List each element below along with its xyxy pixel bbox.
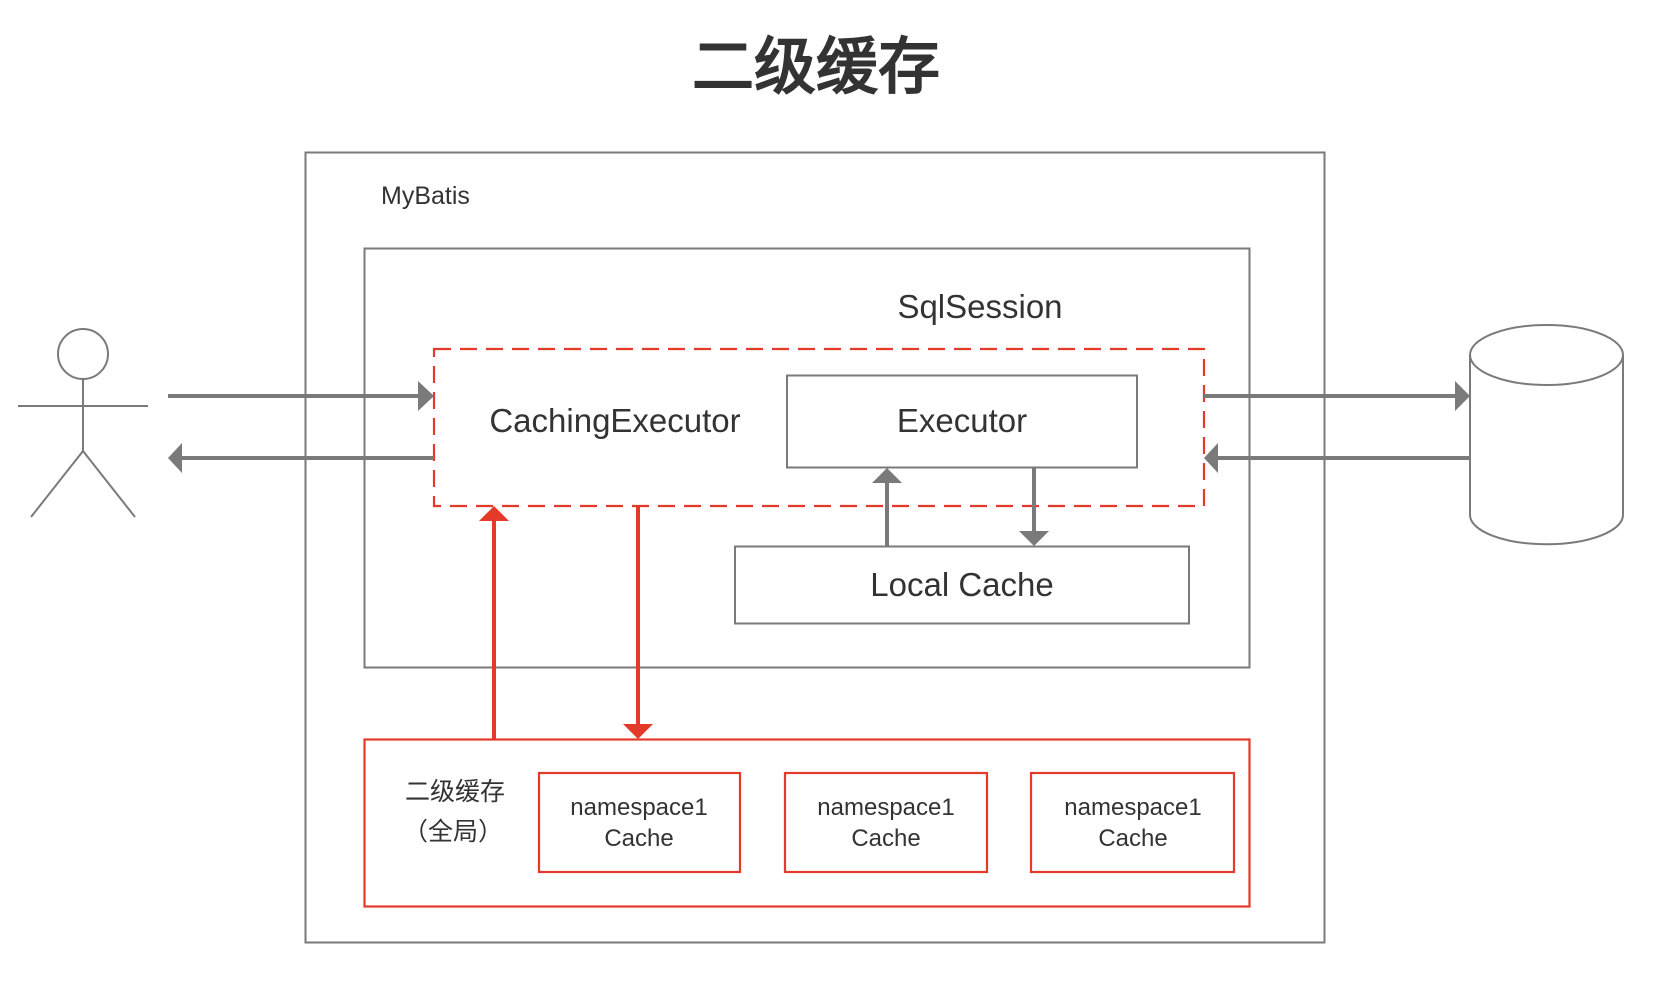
arrow-second-level-cache-to-caching-executor <box>479 506 509 739</box>
local-cache-box <box>734 545 1190 625</box>
namespace-cache-name: namespace1 <box>570 794 707 821</box>
second-level-cache-label: 二级缓存 <box>405 777 505 806</box>
diagram-title: 二级缓存 <box>692 30 940 103</box>
person-icon <box>18 328 148 518</box>
local-cache-label: Local Cache <box>870 566 1053 603</box>
namespace-cache-type: Cache <box>1098 825 1167 852</box>
mybatis-box <box>304 151 1326 944</box>
namespace-cache-name: namespace1 <box>1064 794 1201 821</box>
arrow-user-to-caching-executor <box>168 381 434 411</box>
arrow-caching-executor-to-database <box>1204 381 1470 411</box>
second-level-cache-scope-label: （全局） <box>403 817 503 846</box>
executor-box <box>786 374 1138 469</box>
namespace-cache-name: namespace1 <box>817 794 954 821</box>
namespace-cache-3: namespace1 Cache <box>1029 771 1236 874</box>
caching-executor-label: CachingExecutor <box>489 402 740 439</box>
executor-label: Executor <box>897 402 1027 439</box>
namespace-cache-1: namespace1 Cache <box>537 771 742 874</box>
arrow-local-cache-to-executor <box>872 468 902 546</box>
database-cylinder-icon <box>1469 324 1624 546</box>
arrow-caching-executor-to-user <box>168 443 434 473</box>
second-level-cache-box <box>363 738 1251 908</box>
sqlsession-label: SqlSession <box>897 288 1062 325</box>
namespace-cache-type: Cache <box>851 825 920 852</box>
caching-executor-box <box>432 347 1206 508</box>
namespace-cache-type: Cache <box>604 825 673 852</box>
arrow-executor-to-local-cache <box>1019 468 1049 546</box>
arrow-database-to-caching-executor <box>1204 443 1470 473</box>
namespace-cache-2: namespace1 Cache <box>783 771 989 874</box>
mybatis-label: MyBatis <box>381 182 470 210</box>
arrow-caching-executor-to-second-level-cache <box>623 506 653 739</box>
